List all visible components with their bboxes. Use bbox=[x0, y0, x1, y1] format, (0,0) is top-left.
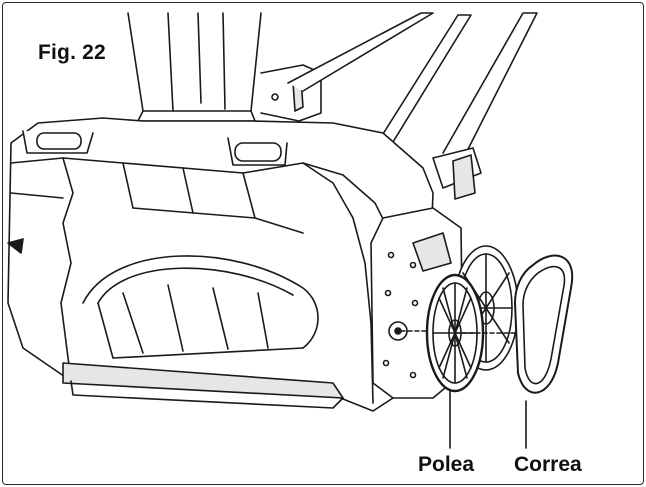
auger bbox=[62, 255, 344, 409]
figure-label: Fig. 22 bbox=[38, 41, 106, 64]
discharge-chute bbox=[127, 12, 322, 122]
handle-bars bbox=[287, 12, 538, 200]
pulley-callout: Polea bbox=[418, 453, 475, 476]
drive-belt bbox=[514, 254, 574, 394]
pulley-assembly bbox=[425, 245, 534, 393]
belt-callout: Correa bbox=[514, 453, 582, 476]
snow-thrower-illustration bbox=[7, 12, 574, 449]
